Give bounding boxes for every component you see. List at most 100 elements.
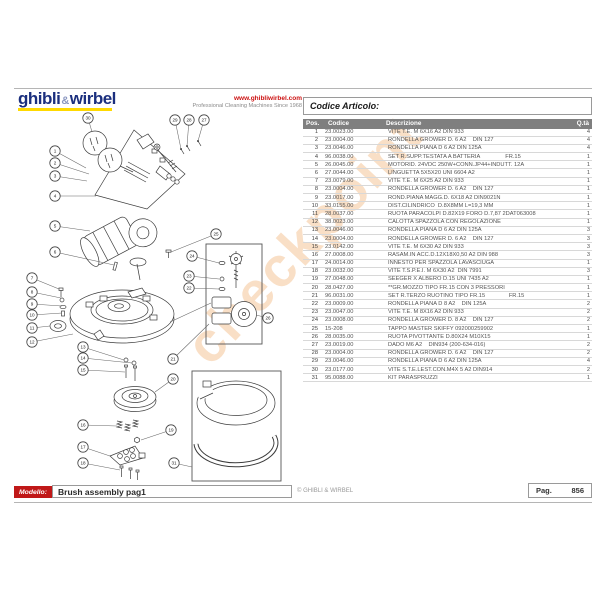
brand-logo: ghibli&wirbel [18,89,116,111]
cell-code: 28.0037.00 [325,210,354,217]
cell-desc: VITE T.E. M 8X16 A2 DIN 933 [388,309,464,316]
cell-qty: 3 [586,235,590,242]
cell-pos: 16 [311,251,318,258]
springs-drawing [115,419,140,444]
callout-number-26: 26 [265,316,271,321]
cell-code: 23.0004.00 [325,350,354,357]
cell-qty: 2 [586,366,590,373]
callout-number-18: 18 [80,461,86,466]
callout-circle-1 [49,145,61,157]
logo-text-ghibli: ghibli [18,89,61,108]
cell-qty: 4 [586,129,590,136]
innesto-drawing [109,445,146,480]
cell-qty: 1 [586,194,590,201]
cell-desc: RONDELLA GROWER D. 6 A2 DIN 127 [388,235,494,242]
callout-circle-2 [49,157,61,169]
cell-qty: 1 [586,219,590,226]
cell-code: 28.0427.00 [325,284,354,291]
cell-qty: 1 [586,202,590,209]
callout-circle-19 [165,424,177,436]
cell-pos: 4 [314,153,318,160]
callout-circle-17 [77,441,89,453]
cell-pos: 18 [311,268,318,275]
callout-number-28: 28 [186,118,192,123]
callout-number-19: 19 [168,428,174,433]
callout-circle-3 [49,170,61,182]
cell-pos: 3 [314,145,318,152]
cell-desc: CALOTTA SPAZZOLA CON REGOLAZIONE [388,219,501,226]
callout-circle-13 [77,341,89,353]
callout-number-8: 8 [31,290,34,295]
callout-circle-5 [49,220,61,232]
callout-leader-2 [54,162,90,175]
cell-code: 23.0009.00 [325,301,354,308]
top-plate-assembly [94,129,186,210]
callout-circle-8 [26,286,38,298]
table-row: 20 28.0427.00 **GR.MOZZO TIPO FR.15 CON 3 … [303,284,592,293]
copyright: © GHIBLI & WIRBEL [297,488,354,494]
cell-desc: RONDELLA PIANA D 8 A2 DIN 125A [388,301,487,308]
cell-pos: 22 [311,301,318,308]
table-row: 22 23.0009.00 RONDELLA PIANA D 8 A2 DIN 12… [303,300,592,309]
cell-desc: RONDELLA GROWER D. 6 A2 DIN 127 [388,186,494,193]
callout-number-22: 22 [186,286,192,291]
cell-desc: RONDELLA PIANA D 6 A2 DIN 125A [388,227,482,234]
detail-circle [82,130,134,173]
cell-code: 27.0048.00 [325,276,354,283]
cell-qty: 1 [586,260,590,267]
top-right-screws [165,140,202,258]
col-header-pos: Pos. [306,120,320,128]
callout-circle-23 [183,270,195,282]
callout-number-12: 12 [29,340,35,345]
footer-divider [14,502,592,503]
callout-number-24: 24 [189,254,195,259]
cell-pos: 6 [314,170,318,177]
cell-code: 27.0008.00 [325,251,354,258]
cell-desc: SEEGER X ALBERO D.15 UNI 7435 A2 [388,276,489,283]
cell-code: 15-208 [325,325,343,332]
callout-circle-15 [77,364,89,376]
callout-circle-31 [168,457,180,469]
cell-qty: 4 [586,137,590,144]
callout-number-29: 29 [172,118,178,123]
cell-pos: 14 [311,235,318,242]
cell-desc: VITE T.E. M 6X30 A2 DIN 933 [388,243,464,250]
cell-code: 23.0004.00 [325,137,354,144]
callout-number-6: 6 [54,250,57,255]
page-number: 856 [571,486,584,495]
cell-desc: **GR.MOZZO TIPO FR.15 CON 3 PRESSORI [388,284,505,291]
cell-pos: 12 [311,219,318,226]
cell-desc: TAPPO MASTER SKIFFY 092000259902 [388,325,494,332]
callout-number-23: 23 [186,274,192,279]
callout-number-4: 4 [54,194,57,199]
cell-pos: 15 [311,243,318,250]
callout-circle-4 [49,190,61,202]
cell-pos: 20 [311,284,318,291]
callout-circle-10 [26,309,38,321]
cell-pos: 2 [314,137,318,144]
cell-code: 95.0088.00 [325,374,354,381]
cell-desc: VITE S.T.E.LEST.CON.M4X 5 A2 DIN914 [388,366,493,373]
cell-pos: 27 [311,341,318,348]
cell-desc: VITE T.E. M 6X16 A2 DIN 933 [388,129,464,136]
cell-qty: 3 [586,251,590,258]
website-url: www.ghibliwirbel.com [233,95,302,102]
cell-code: 23.0177.00 [325,366,354,373]
